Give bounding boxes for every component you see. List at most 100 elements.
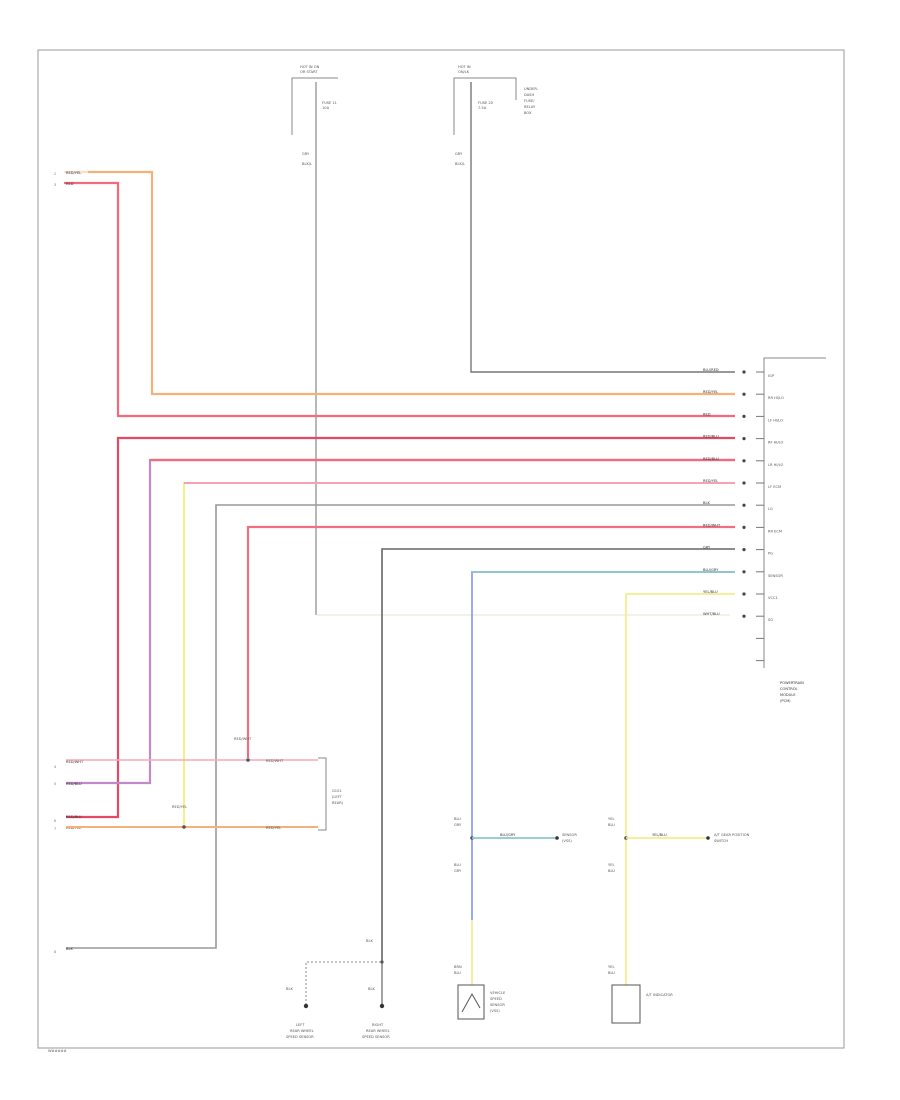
pcm-pin-wire-label: BLU/GRY bbox=[703, 568, 719, 572]
svg-text:RED/WHT: RED/WHT bbox=[266, 759, 284, 763]
pcm-pin-wire-label: RED/BLU bbox=[703, 435, 719, 439]
fuse-11-group: HOT IN ON OR START FUSE 11 10A GRY BLK/L bbox=[291, 65, 338, 166]
svg-text:RED/BLU: RED/BLU bbox=[66, 782, 82, 786]
fuse-11-header-1: HOT IN ON bbox=[300, 65, 320, 69]
svg-text:BLK: BLK bbox=[286, 987, 293, 991]
svg-text:5: 5 bbox=[54, 782, 56, 786]
fuse-20-rating: 7.5A bbox=[478, 106, 487, 110]
svg-text:YEL: YEL bbox=[608, 817, 614, 821]
wire-red-blu-1 bbox=[66, 436, 735, 819]
svg-text:REAR WHEEL: REAR WHEEL bbox=[366, 1029, 390, 1033]
fuse-20-header-1: HOT IN bbox=[458, 65, 471, 69]
pcm-pin-5: RED/BLU LR HI/LO bbox=[703, 457, 783, 467]
gear-branch-label-1: A/T GEAR POSITION bbox=[714, 833, 750, 837]
svg-text:(VSS): (VSS) bbox=[490, 1009, 500, 1013]
pcm-pin-name: VCC1 bbox=[768, 596, 778, 600]
pcm-pin-name: LF HI/LO bbox=[768, 418, 783, 422]
svg-text:GRY: GRY bbox=[454, 869, 462, 873]
pcm-name-2: CONTROL bbox=[780, 687, 798, 691]
pcm-pin-wire-label: RED/YEL bbox=[703, 479, 718, 483]
svg-text:6: 6 bbox=[54, 819, 56, 823]
svg-text:BLU: BLU bbox=[454, 971, 461, 975]
svg-text:VEHICLE: VEHICLE bbox=[490, 991, 506, 995]
gear-branch-wire: YEL/BLU bbox=[652, 833, 667, 837]
pcm-pin-wire-label: RED/WHT bbox=[703, 523, 721, 527]
svg-text:YEL: YEL bbox=[608, 863, 614, 867]
pcm-pin-wire-label: WHT/BLU bbox=[703, 612, 720, 616]
svg-text:BLU: BLU bbox=[608, 823, 615, 827]
pcm-pin-name: RR ECM bbox=[768, 529, 782, 533]
wire-red bbox=[64, 181, 735, 418]
vss-sensor: VEHICLE SPEED SENSOR (VSS) bbox=[457, 984, 506, 1020]
pcm-pin-wire-label: BLK bbox=[703, 501, 710, 505]
pcm-pin-wire-label: GRY bbox=[703, 546, 711, 550]
svg-text:DASH: DASH bbox=[524, 93, 534, 97]
vss-branch: BLU/GRY SENSOR (VSS) bbox=[470, 833, 577, 843]
svg-text:BOX: BOX bbox=[524, 111, 532, 115]
svg-text:SPEED SENSOR: SPEED SENSOR bbox=[286, 1035, 314, 1039]
pcm-pin-name: LF ECM bbox=[768, 485, 781, 489]
svg-text:RED/WHT: RED/WHT bbox=[66, 760, 84, 764]
svg-text:RED/YEL: RED/YEL bbox=[66, 171, 81, 175]
svg-text:RED/BLU: RED/BLU bbox=[66, 815, 82, 819]
junction-label-3: REAR) bbox=[332, 801, 344, 805]
left-terminal-labels: 2 3 RED/YEL RED 4 5 RED/WHT RED/BLU 6 7 … bbox=[54, 170, 88, 954]
pcm-pin-name: LG bbox=[768, 507, 773, 511]
svg-text:FUSE/: FUSE/ bbox=[524, 99, 535, 103]
pcm-pin-14 bbox=[756, 660, 764, 662]
fuse-20-wire-2: BLK/L bbox=[455, 162, 465, 166]
fuse-20-header-2: ON/LK bbox=[458, 70, 470, 74]
pcm-pin-4: RED/BLU RF HI/LO bbox=[703, 435, 784, 445]
pcm-name-1: POWERTRAIN bbox=[780, 681, 804, 685]
fuse-20-group: HOT IN ON/LK FUSE 20 7.5A GRY BLK/L bbox=[453, 65, 517, 166]
svg-text:BLK: BLK bbox=[366, 939, 373, 943]
svg-text:GRY: GRY bbox=[454, 823, 462, 827]
svg-text:SPEED SENSOR: SPEED SENSOR bbox=[362, 1035, 390, 1039]
pcm-pin-name: RR HI/LO bbox=[768, 396, 784, 400]
svg-text:BLK: BLK bbox=[66, 947, 73, 951]
pcm-pin-name: IGP bbox=[768, 374, 775, 378]
ground-branch: BLK BLK BLK LEFT REAR WHEEL SPEED SENSOR… bbox=[286, 939, 390, 1039]
wire-blu-gry bbox=[471, 571, 735, 920]
wire-red-yel-upper bbox=[64, 170, 735, 396]
pcm-pin-7: BLK LG bbox=[703, 501, 773, 511]
pcm-pin-8: RED/WHT RR ECM bbox=[703, 523, 782, 533]
fuse-11-wire-1: GRY bbox=[302, 152, 310, 156]
wire-yel-blu bbox=[625, 593, 735, 985]
junction-label-1: G101 bbox=[332, 789, 342, 793]
svg-text:BLU: BLU bbox=[608, 869, 615, 873]
svg-text:2: 2 bbox=[54, 172, 56, 176]
fuse-20-wire-1: GRY bbox=[455, 152, 463, 156]
pcm-pin-name: LR HI/LO bbox=[768, 463, 783, 467]
footer-code: W##### bbox=[48, 1049, 67, 1053]
vertical-wire-labels: BLU GRY BLU GRY BRN BLU YEL BLU YEL BLU … bbox=[454, 817, 615, 975]
svg-text:A/T INDICATOR: A/T INDICATOR bbox=[646, 993, 673, 997]
vss-branch-wire: BLU/GRY bbox=[500, 833, 516, 837]
fuse-11-label: FUSE 11 bbox=[322, 101, 337, 105]
pcm-pin-name: SG bbox=[768, 618, 773, 622]
fuse-11-rating: 10A bbox=[322, 106, 330, 110]
svg-text:SENSOR: SENSOR bbox=[490, 1003, 505, 1007]
vss-branch-label-2: (VSS) bbox=[562, 839, 572, 843]
svg-text:8: 8 bbox=[54, 950, 56, 954]
svg-text:BLU: BLU bbox=[454, 817, 461, 821]
svg-text:SPEED: SPEED bbox=[490, 997, 502, 1001]
vss-branch-label-1: SENSOR bbox=[562, 833, 577, 837]
svg-text:7: 7 bbox=[54, 827, 56, 831]
wire-red-wht bbox=[246, 525, 735, 758]
fuse-20-label: FUSE 20 bbox=[478, 101, 494, 105]
splice-label-red-wht: RED/WHT bbox=[234, 737, 252, 741]
pcm-pin-wire-label: RED/BLU bbox=[703, 457, 719, 461]
pcm-pin-wire-label: BLU/RED bbox=[703, 368, 719, 372]
wire-red-blu-2 bbox=[66, 458, 735, 785]
pcm-pin-name: RF HI/LO bbox=[768, 441, 784, 445]
fuse-11-header-2: OR START bbox=[300, 70, 318, 74]
svg-text:BRN: BRN bbox=[454, 965, 462, 969]
pcm-pin-1: BLU/RED IGP bbox=[703, 368, 775, 378]
